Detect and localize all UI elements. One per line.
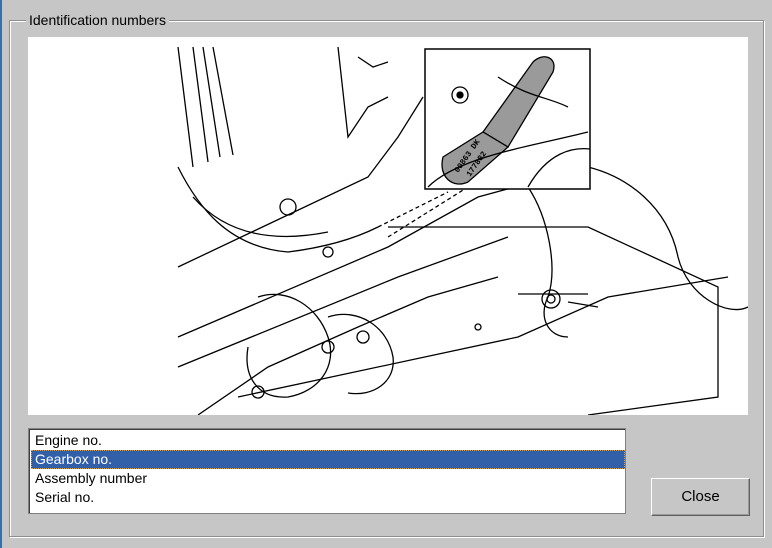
list-item-serial-no[interactable]: Serial no. — [35, 489, 95, 505]
illustration-drawing: 00863 DK 177882 — [177, 46, 748, 415]
list-item-gearbox-no[interactable]: Gearbox no. — [31, 450, 625, 469]
identification-type-list[interactable]: Engine no. Gearbox no. Assembly number S… — [28, 428, 626, 514]
list-item-engine-no[interactable]: Engine no. — [35, 432, 102, 448]
window-edge — [0, 0, 2, 548]
identification-numbers-group — [9, 20, 764, 537]
gearbox-illustration: 00863 DK 177882 — [28, 37, 748, 415]
close-button[interactable]: Close — [651, 478, 750, 516]
group-title: Identification numbers — [26, 12, 169, 28]
list-item-assembly-number[interactable]: Assembly number — [35, 470, 148, 486]
